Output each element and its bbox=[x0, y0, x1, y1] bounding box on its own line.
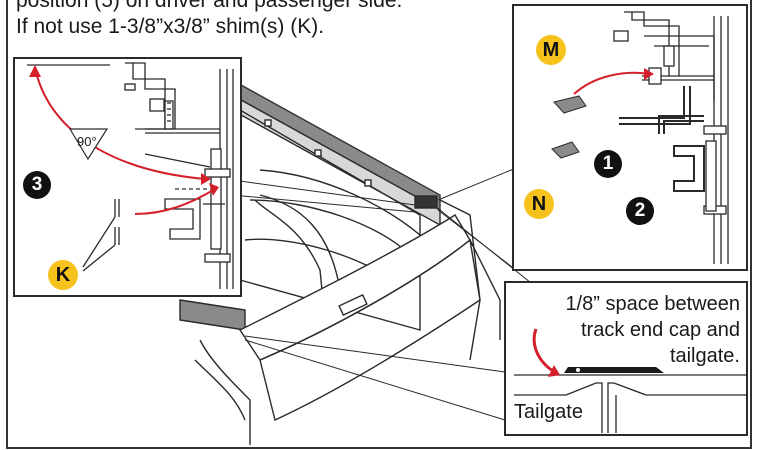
right-inset-drawing bbox=[551, 11, 729, 264]
bottom-detail-inset: 1/8” space between track end cap and tai… bbox=[504, 281, 748, 436]
gap-arrow bbox=[532, 328, 557, 375]
part-badge-m: M bbox=[536, 35, 566, 65]
ram-badge bbox=[338, 294, 368, 316]
tailgate-label: Tailgate bbox=[514, 401, 583, 423]
angle-label: 90° bbox=[77, 134, 97, 149]
angle-triangle bbox=[68, 128, 109, 161]
track-end-cap bbox=[564, 367, 664, 373]
leader-line-right-top bbox=[437, 167, 517, 201]
callout-2: 2 bbox=[626, 197, 654, 225]
bed-rail-near bbox=[179, 299, 246, 331]
bottom-inset-drawing bbox=[514, 328, 746, 433]
leader-line-bottom-top bbox=[244, 335, 506, 373]
callout-1: 1 bbox=[594, 150, 622, 178]
instruction-text: position (5) on driver and passenger sid… bbox=[16, 0, 402, 40]
right-detail-inset: M N 1 2 bbox=[512, 4, 748, 271]
step-number-3: 3 bbox=[23, 171, 51, 199]
instruction-line-2: If not use 1-3/8”x3/8” shim(s) (K). bbox=[16, 15, 325, 38]
leader-line-left-top bbox=[231, 179, 416, 206]
shim-insert-arrow bbox=[134, 188, 216, 215]
gap-note-line-1: 1/8” space between bbox=[565, 293, 740, 315]
part-badge-n: N bbox=[524, 189, 554, 219]
tailgate-top bbox=[238, 214, 471, 361]
left-inset-drawing bbox=[27, 62, 234, 289]
leader-line-bottom-bottom bbox=[244, 339, 506, 421]
shim-insert-arrow bbox=[573, 71, 650, 95]
leader-line-left-bottom bbox=[231, 194, 416, 213]
part-badge-k: K bbox=[48, 260, 78, 290]
track-end-cap bbox=[414, 195, 438, 209]
gap-note-line-2: track end cap and bbox=[581, 319, 740, 341]
gap-note: 1/8” space between track end cap and tai… bbox=[565, 291, 740, 369]
left-detail-inset: 90° 3 K bbox=[13, 57, 242, 297]
bed-rail-side bbox=[231, 93, 441, 227]
track-channel bbox=[673, 145, 705, 192]
angle-arc-arrow bbox=[34, 66, 206, 180]
bed-rail-top bbox=[231, 78, 441, 212]
instruction-line-1: position (5) on driver and passenger sid… bbox=[16, 0, 403, 12]
gap-note-line-3: tailgate. bbox=[669, 345, 740, 367]
bed-liner-curve bbox=[259, 169, 421, 236]
shim-n bbox=[551, 141, 580, 159]
shim-m bbox=[553, 95, 587, 114]
